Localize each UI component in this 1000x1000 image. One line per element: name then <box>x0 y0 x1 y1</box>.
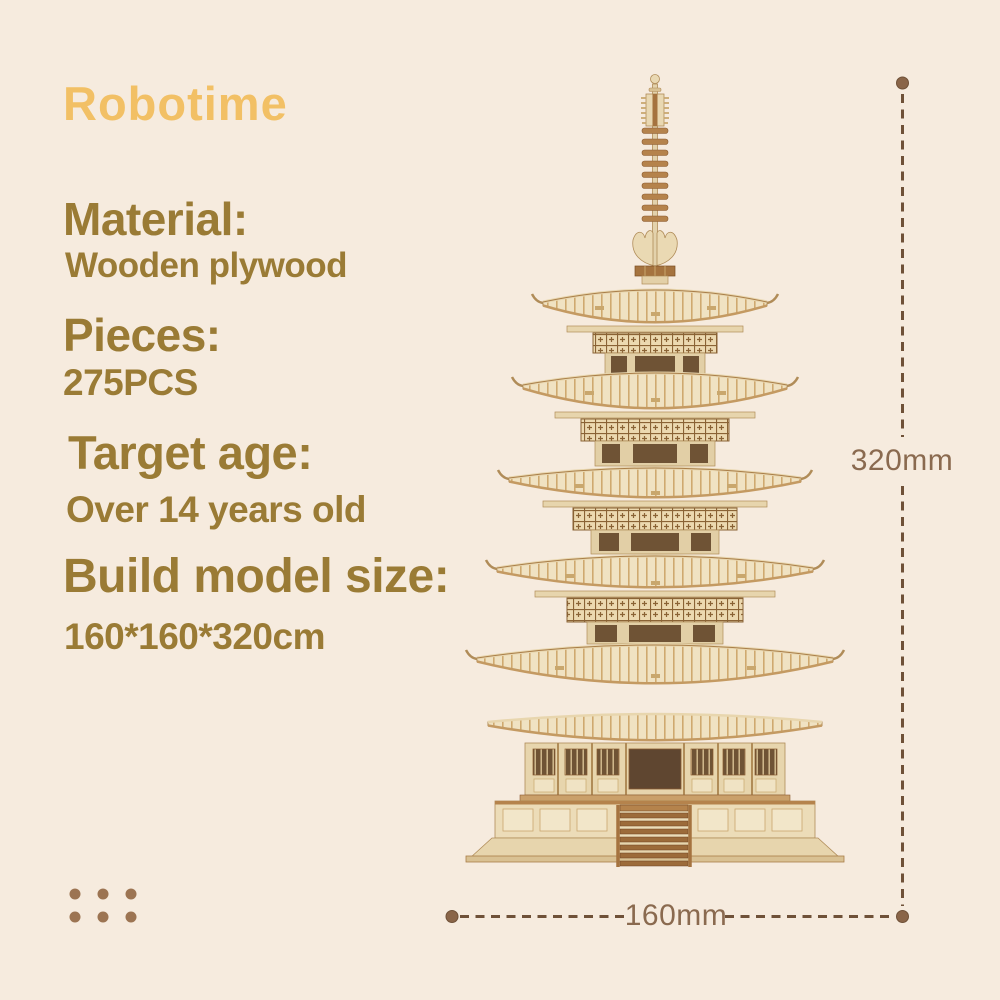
dot <box>125 888 137 900</box>
spec-value-target-age: Over 14 years old <box>66 489 367 530</box>
dot <box>69 888 81 900</box>
spec-value-pieces: 275PCS <box>63 362 198 403</box>
dot <box>97 888 109 900</box>
pagoda-base-platform <box>465 800 845 863</box>
pagoda-body-2 <box>534 590 776 645</box>
pagoda-body-5 <box>566 325 744 376</box>
pagoda-illustration <box>464 74 846 867</box>
pagoda-spire <box>632 74 678 285</box>
pagoda-roof-1 <box>464 643 846 685</box>
spec-label-build-size: Build model size: <box>63 550 450 603</box>
dot <box>97 911 109 923</box>
dot-grid <box>69 888 137 923</box>
dot <box>69 911 81 923</box>
height-dimension-top-dot <box>896 76 909 90</box>
pagoda-ground-floor <box>519 742 791 802</box>
pagoda-awning-roof <box>487 712 823 742</box>
dot <box>125 911 137 923</box>
pagoda-roof-4 <box>510 371 800 410</box>
height-dimension-label: 320mm <box>850 444 954 477</box>
dimension-corner-dot <box>896 910 909 923</box>
brand-logo: Robotime <box>63 77 288 130</box>
pagoda-stairs <box>616 804 692 867</box>
spec-value-material: Wooden plywood <box>65 246 348 285</box>
pagoda-body-3 <box>542 500 768 555</box>
pagoda-roof-3 <box>496 466 814 499</box>
width-dimension-left-dot <box>445 910 459 923</box>
spec-value-build-size: 160*160*320cm <box>64 616 325 657</box>
pagoda-roof-5 <box>530 288 780 324</box>
spec-label-material: Material: <box>63 193 248 245</box>
pagoda-body-4 <box>554 411 756 467</box>
width-dimension-label: 160mm <box>624 899 728 932</box>
pagoda-roof-2 <box>484 554 826 589</box>
spec-label-pieces: Pieces: <box>63 309 221 361</box>
spec-label-target-age: Target age: <box>68 426 313 479</box>
